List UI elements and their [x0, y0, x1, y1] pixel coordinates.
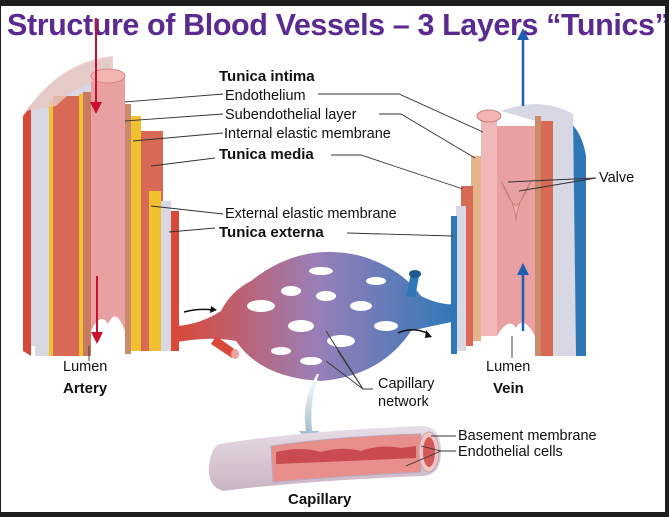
leader-subendothelial-vein	[379, 113, 476, 159]
blood-vessel-illustration	[23, 18, 597, 491]
label-endothelial-cells: Endothelial cells	[458, 444, 563, 460]
artery-illustration	[23, 18, 179, 356]
vein-illustration	[451, 28, 586, 356]
label-internal-elastic-membrane: Internal elastic membrane	[224, 126, 391, 142]
label-endothelium: Endothelium	[225, 88, 306, 104]
page-title: Structure of Blood Vessels – 3 Layers “T…	[7, 8, 665, 42]
artery-internal-elastic	[131, 116, 141, 351]
leader-tunica-externa-artery	[168, 227, 216, 233]
diagram-canvas: Structure of Blood Vessels – 3 Layers “T…	[1, 6, 665, 512]
leader-internal-elastic-artery	[132, 132, 224, 142]
label-tunica-media: Tunica media	[219, 146, 314, 163]
leader-lines	[88, 93, 597, 467]
label-tunica-externa: Tunica externa	[219, 224, 324, 241]
label-basement-membrane: Basement membrane	[458, 428, 597, 444]
capillary-detail-illustration	[208, 374, 441, 491]
leader-external-elastic-artery	[150, 205, 224, 215]
leader-subendothelial-artery	[124, 113, 224, 122]
leader-tunica-media-vein	[331, 154, 464, 190]
artery-external-elastic	[149, 191, 161, 351]
label-capillary: Capillary	[288, 491, 352, 508]
label-artery-lumen: Lumen	[63, 359, 108, 375]
label-valve: Valve	[599, 170, 635, 186]
capillary-network-illustration	[177, 251, 457, 381]
label-capillary-network-line2: network	[378, 394, 429, 410]
label-vein-lumen: Lumen	[486, 359, 531, 375]
leader-valve	[507, 177, 597, 183]
label-capillary-network-line1: Capillary	[378, 376, 435, 392]
label-artery: Artery	[63, 380, 108, 397]
capillary-pointer-arrow	[299, 374, 319, 446]
label-subendothelial-layer: Subendothelial layer	[225, 107, 357, 123]
leader-tunica-media-artery	[150, 157, 216, 167]
vein-tunica-intima	[497, 126, 535, 336]
label-tunica-intima: Tunica intima	[219, 68, 315, 85]
leader-endothelium-vein	[318, 93, 484, 133]
arteriole-flow-arrow	[183, 308, 214, 313]
leader-endothelium-artery	[124, 93, 224, 103]
label-external-elastic-membrane: External elastic membrane	[225, 206, 397, 222]
leader-tunica-externa-vein	[346, 232, 454, 237]
label-vein: Vein	[493, 380, 524, 397]
artery-outer-wall	[23, 106, 31, 356]
